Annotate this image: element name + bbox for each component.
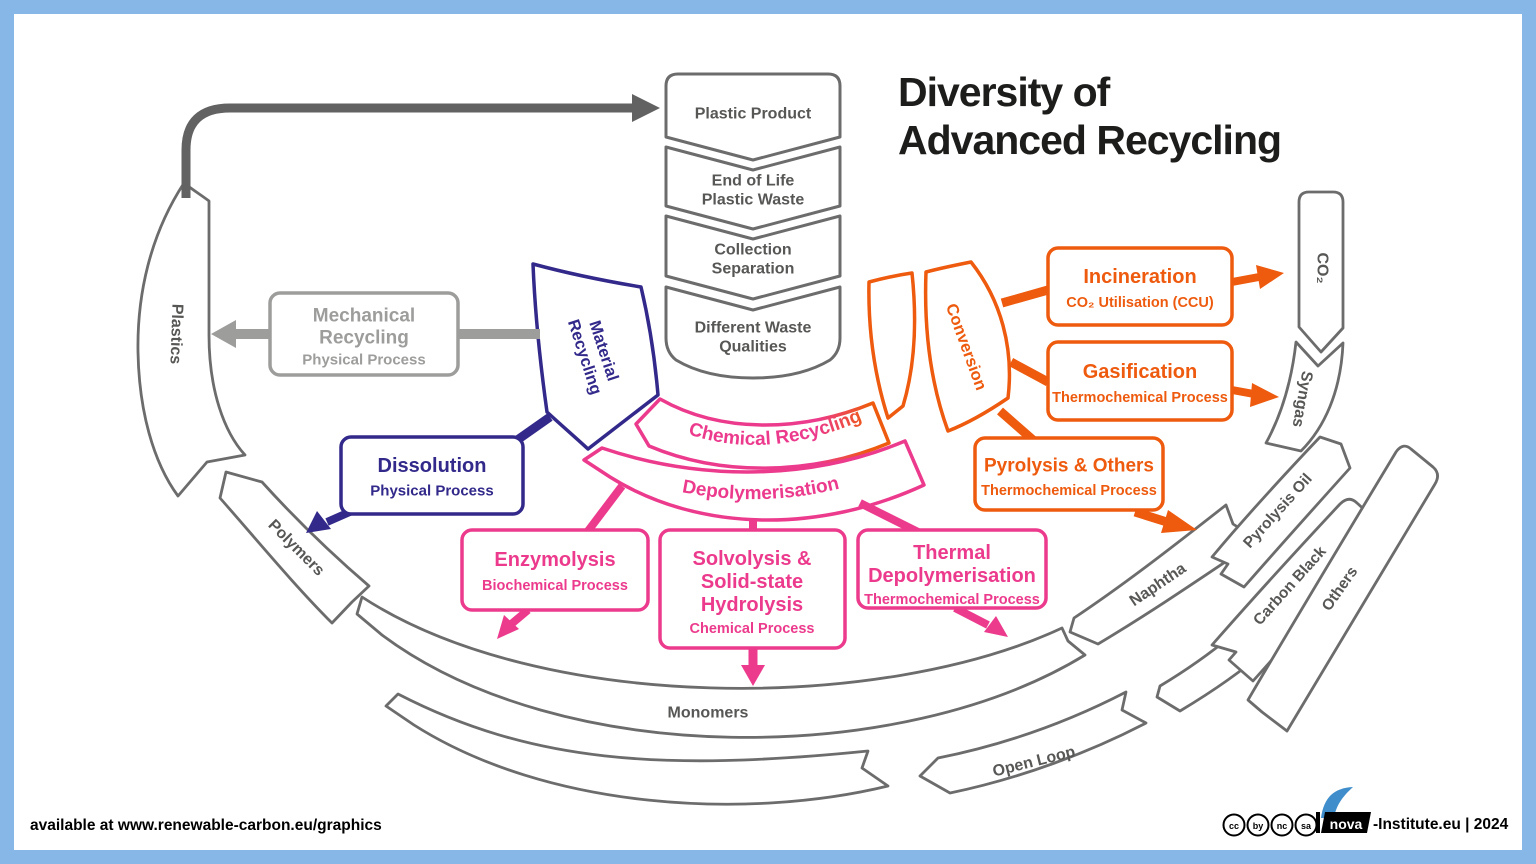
end-of-life-label-2: Plastic Waste: [702, 192, 805, 209]
pyrolysis-subtitle: Thermochemical Process: [981, 483, 1157, 499]
dissolution-subtitle: Physical Process: [370, 483, 493, 500]
nova-logo-bar: [1316, 812, 1320, 833]
enzymolysis-box: Enzymolysis Biochemical Process: [460, 528, 650, 612]
ring-label-plastics: Plastics: [166, 303, 185, 364]
arrow-enzymolysis-monomers: [497, 606, 531, 639]
ring-segment-co2: CO₂: [1297, 190, 1345, 354]
connector-conversion-incineration: [1000, 285, 1050, 308]
different-waste-label-1: Different Waste: [695, 320, 812, 337]
incineration-subtitle: CO₂ Utilisation (CCU): [1066, 295, 1214, 311]
end-of-life-box: [664, 145, 842, 231]
license-icons: cc by nc sa: [1222, 813, 1318, 837]
separation-label: Separation: [712, 261, 795, 278]
connector-conversion-pyrolysis: [997, 407, 1036, 444]
flow-stack: Plastic Product End of Life Plastic Wast…: [664, 72, 842, 380]
thermal-title-2: Depolymerisation: [868, 565, 1036, 587]
arrow-pyrolysis-outputs: [1133, 507, 1197, 533]
closed-loop-arrow: [181, 94, 660, 198]
cc-icon: cc: [1222, 813, 1246, 837]
gasification-title: Gasification: [1083, 361, 1197, 383]
chemical-recycling-band: Chemical Recycling: [634, 397, 891, 470]
connector-depoly-thermal: [858, 499, 922, 537]
nova-institute-logo: nova -Institute.eu | 2024: [1316, 787, 1509, 833]
enzymolysis-subtitle: Biochemical Process: [482, 578, 628, 594]
incineration-box: Incineration CO₂ Utilisation (CCU): [1046, 246, 1234, 327]
material-recycling-wedge: Material Recycling: [531, 262, 660, 451]
plastic-product-label: Plastic Product: [695, 106, 812, 123]
enzymolysis-title: Enzymolysis: [494, 549, 615, 571]
ring-label-monomers: Monomers: [668, 705, 749, 722]
arrow-thermal-monomers: [953, 604, 1008, 637]
different-waste-label-2: Qualities: [719, 339, 787, 356]
ring-segment-others: Others: [1246, 444, 1439, 733]
different-waste-qualities-box: [664, 285, 842, 380]
closed-loop-arrowhead: [632, 94, 660, 122]
end-of-life-label-1: End of Life: [712, 173, 795, 190]
mechanical-title-1: Mechanical: [313, 306, 415, 327]
svg-text:cc: cc: [1229, 821, 1239, 831]
mechanical-recycling-box: Mechanical Recycling Physical Process: [268, 291, 460, 377]
nova-swoosh-icon: [1321, 787, 1353, 818]
mechanical-subtitle: Physical Process: [302, 352, 425, 369]
gasification-box: Gasification Thermochemical Process: [1046, 340, 1234, 422]
svg-text:by: by: [1253, 821, 1264, 831]
credit-text: -Institute.eu | 2024: [1373, 816, 1509, 833]
nova-logo-box: [1321, 812, 1371, 833]
svg-text:sa: sa: [1301, 821, 1312, 831]
thermal-title-1: Thermal: [913, 542, 991, 564]
solvolysis-title-2: Solid-state: [701, 571, 803, 593]
incineration-title: Incineration: [1083, 266, 1196, 288]
connector-conversion-gasification: [1008, 358, 1051, 386]
arrow-incineration-co2: [1231, 265, 1284, 289]
ring-label-co2: CO₂: [1314, 252, 1331, 283]
conversion-wedge: Conversion: [923, 260, 1012, 433]
cc-by-icon: by: [1246, 813, 1270, 837]
cc-nc-icon: nc: [1270, 813, 1294, 837]
connector-depoly-enzymolysis: [584, 483, 626, 534]
arrow-solvolysis-monomers: [741, 648, 765, 686]
collection-separation-box: [664, 214, 842, 301]
pyrolysis-others-box: Pyrolysis & Others Thermochemical Proces…: [973, 436, 1165, 512]
mechanical-title-2: Recycling: [319, 328, 409, 349]
solvolysis-title-3: Hydrolysis: [701, 594, 803, 616]
dissolution-title: Dissolution: [378, 455, 487, 477]
nova-logo-text: nova: [1330, 816, 1363, 832]
plastic-product-box: [664, 72, 842, 162]
ring-segment-syngas: Syngas: [1264, 340, 1345, 453]
pyrolysis-title: Pyrolysis & Others: [984, 456, 1154, 477]
arrow-gasification-syngas: [1231, 383, 1279, 407]
depolymerisation-band: Depolymerisation: [582, 439, 926, 522]
page-title-line-2: Advanced Recycling: [898, 117, 1281, 163]
collection-label: Collection: [714, 242, 791, 259]
thermal-depolymerisation-box: Thermal Depolymerisation Thermochemical …: [856, 528, 1048, 610]
availability-text: available at www.renewable-carbon.eu/gra…: [30, 817, 382, 834]
solvolysis-subtitle: Chemical Process: [690, 621, 815, 637]
ring-segment-monomers: Monomers: [355, 595, 1087, 739]
chemical-recycling-tail-wedge: [867, 271, 917, 420]
svg-text:nc: nc: [1277, 821, 1288, 831]
solvolysis-title-1: Solvolysis &: [693, 548, 812, 570]
gasification-subtitle: Thermochemical Process: [1052, 390, 1228, 406]
ring-segment-plastics: Plastics: [136, 181, 247, 498]
dissolution-box: Dissolution Physical Process: [339, 435, 525, 516]
arrow-mechanical-plastics: [211, 320, 270, 348]
thermal-subtitle: Thermochemical Process: [864, 592, 1040, 608]
page-title-line-1: Diversity of: [898, 69, 1111, 115]
solvolysis-box: Solvolysis & Solid-state Hydrolysis Chem…: [658, 528, 847, 650]
ring-segment-open-loop-left: [384, 692, 890, 806]
